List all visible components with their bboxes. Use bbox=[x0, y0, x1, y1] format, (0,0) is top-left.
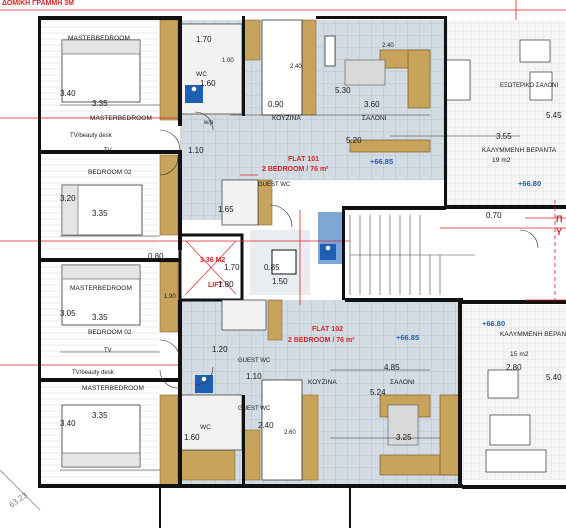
tv-label-b: TV bbox=[104, 348, 112, 354]
wp-label: w/p bbox=[204, 120, 214, 126]
dim-530: 5.30 bbox=[335, 86, 351, 95]
lift-label: LIFT bbox=[208, 282, 223, 289]
dim-340-top: 3.40 bbox=[60, 89, 76, 98]
veranda-top-level: +66.80 bbox=[518, 179, 542, 188]
veranda-bottom-title: ΚΑΛΥΜΜΕΝΗ ΒΕΡΑΝΤΑ bbox=[500, 331, 566, 338]
dim-355: 3.55 bbox=[496, 132, 512, 141]
edge-label-a: Π bbox=[556, 214, 563, 224]
guest-wc-mid: GUEST WC bbox=[238, 358, 271, 364]
guest-wc-top: GUEST WC bbox=[258, 182, 291, 188]
kitchen-top: ΚΟΥΖΙΝΑ bbox=[272, 115, 301, 122]
veranda-top-area: 19 m2 bbox=[492, 157, 511, 164]
tv-desk-b: TV/beauty desk bbox=[72, 370, 114, 376]
flat-101-level: +66.85 bbox=[370, 157, 394, 166]
dim-280: 2.80 bbox=[506, 363, 522, 372]
veranda-bottom-area: 15 m2 bbox=[510, 351, 529, 358]
room-master-bottom: MASTERBEDROOM bbox=[82, 385, 144, 392]
dim-110-b: 1.10 bbox=[246, 372, 262, 381]
dim-260: 2.60 bbox=[284, 430, 296, 436]
dim-120: 1.20 bbox=[212, 345, 228, 354]
edge-label-b: Y bbox=[556, 227, 563, 237]
dim-150: 1.50 bbox=[272, 277, 288, 286]
flat-102-name: FLAT 102 bbox=[312, 326, 343, 333]
lift-height: 1.80 bbox=[218, 280, 234, 289]
dim-170-top: 1.70 bbox=[196, 35, 212, 44]
dim-335-b: 3.35 bbox=[92, 313, 108, 322]
dim-340-bottom: 3.40 bbox=[60, 419, 76, 428]
veranda-bottom-level: +66.80 bbox=[482, 319, 506, 328]
living-bottom: ΣΑΛΟΝΙ bbox=[390, 379, 415, 386]
room-bedroom02-b: BEDROOM 02 bbox=[88, 329, 132, 336]
dim-100: 1.00 bbox=[222, 58, 234, 64]
header-title-fragment: ΔΟΜΙΚΗ ΓΡΑΜΜΗ 3Μ bbox=[2, 0, 74, 7]
dim-190: 1.90 bbox=[164, 294, 176, 300]
room-master-mid: MASTERBEDROOM bbox=[70, 285, 132, 292]
dim-360: 3.60 bbox=[364, 100, 380, 109]
dim-485: 4.85 bbox=[384, 363, 400, 372]
dim-524: 5.24 bbox=[370, 388, 386, 397]
dim-545: 5.45 bbox=[546, 111, 562, 120]
dim-160-bottom: 1.60 bbox=[184, 433, 200, 442]
dim-090: 0.90 bbox=[268, 100, 284, 109]
dim-110-top: 1.10 bbox=[188, 146, 204, 155]
living-top: ΣΑΛΟΝΙ bbox=[362, 115, 387, 122]
flat-102-level: +66.85 bbox=[396, 333, 420, 342]
dim-070: 0.70 bbox=[486, 211, 502, 220]
dim-320: 3.20 bbox=[60, 194, 76, 203]
wc-top: WC bbox=[196, 71, 208, 78]
dim-305: 3.05 bbox=[60, 309, 76, 318]
tv-label-a: TV bbox=[104, 148, 112, 154]
dim-240-a: 2.40 bbox=[258, 421, 274, 430]
dim-240-top: 2.40 bbox=[382, 43, 394, 49]
dim-325: 3.25 bbox=[396, 433, 412, 442]
room-bedroom02-a: BEDROOM 02 bbox=[88, 169, 132, 176]
lift-area: 3.36 M2 bbox=[200, 257, 226, 264]
dim-335-top: 3.35 bbox=[92, 99, 108, 108]
tv-desk-a: TV/beauty desk bbox=[70, 133, 112, 139]
flat-101-desc: 2 BEDROOM / 76 m² bbox=[262, 166, 329, 173]
dim-335-mid: 3.35 bbox=[92, 209, 108, 218]
lift-width: 1.70 bbox=[224, 263, 240, 272]
dim-165: 1.65 bbox=[218, 205, 234, 214]
dim-160-top: 1.60 bbox=[200, 79, 216, 88]
dim-335-bottom: 3.35 bbox=[92, 411, 108, 420]
wc-bottom: WC bbox=[200, 424, 212, 431]
outdoor-living-top: ΕΞΩΤΕΡΙΚΟ ΣΑΛΟΝΙ bbox=[500, 83, 559, 89]
room-master-top: MASTERBEDROOM bbox=[68, 35, 130, 42]
dim-085: 0.85 bbox=[264, 263, 280, 272]
dim-520: 5.20 bbox=[346, 136, 362, 145]
flat-102-desc: 2 BEDROOM / 76 m² bbox=[288, 337, 355, 344]
veranda-top-title: ΚΑΛΥΜΜΕΝΗ ΒΕΡΑΝΤΑ bbox=[482, 147, 557, 154]
flat-101-name: FLAT 101 bbox=[288, 156, 319, 163]
kitchen-bottom: ΚΟΥΖΙΝΑ bbox=[308, 379, 337, 386]
dim-240-b: 2.40 bbox=[290, 64, 302, 70]
guest-wc-bottom: GUEST WC bbox=[238, 406, 271, 412]
dim-540: 5.40 bbox=[546, 373, 562, 382]
dim-080: 0.80 bbox=[148, 252, 164, 261]
room-master-top-2: MASTERBEDROOM bbox=[90, 115, 152, 122]
